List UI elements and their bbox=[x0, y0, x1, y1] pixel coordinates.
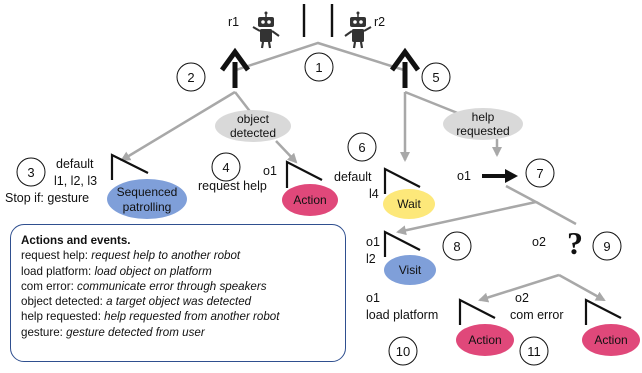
legend-term: object detected: bbox=[21, 295, 107, 309]
svg-text:11: 11 bbox=[527, 344, 541, 359]
node-sequenced-line2: patrolling bbox=[123, 200, 172, 214]
legend-box: Actions and events. request help: reques… bbox=[10, 224, 346, 362]
number-badge-5: 5 bbox=[421, 62, 451, 92]
node-visit bbox=[384, 255, 436, 285]
label-l4: l4 bbox=[369, 187, 379, 201]
right-arrow-icon bbox=[482, 169, 518, 183]
svg-text:10: 10 bbox=[396, 344, 410, 359]
legend-term: help requested: bbox=[21, 310, 105, 324]
node-sequenced-patrolling bbox=[107, 179, 187, 219]
legend-row: help requested: help requested from anot… bbox=[21, 309, 345, 324]
up-arrow-left-icon bbox=[219, 47, 251, 88]
node-action-com-error bbox=[582, 324, 640, 356]
node-flag-4 bbox=[285, 160, 323, 188]
label-o1-load: o1 bbox=[366, 291, 380, 305]
edge-to-sequenced bbox=[120, 90, 236, 162]
question-mark-node: ? bbox=[567, 225, 583, 261]
node-flag-3 bbox=[110, 153, 149, 180]
node-flag-10 bbox=[458, 298, 496, 325]
node-flag-6 bbox=[383, 167, 421, 194]
node-visit-label: Visit bbox=[399, 263, 422, 277]
legend-title: Actions and events. bbox=[21, 234, 131, 247]
up-arrow-right-icon bbox=[389, 47, 421, 88]
number-badge-8: 8 bbox=[442, 231, 472, 261]
label-stop-if: Stop if: gesture bbox=[5, 191, 89, 205]
event-object-detected bbox=[215, 110, 291, 142]
number-badge-1: 1 bbox=[304, 52, 334, 82]
label-o2-com: o2 bbox=[515, 291, 529, 305]
number-badge-2: 2 bbox=[176, 62, 206, 92]
node-flag-11 bbox=[584, 298, 622, 325]
label-default-1: default bbox=[56, 157, 94, 171]
node-action2-label: Action bbox=[468, 333, 501, 347]
svg-text:3: 3 bbox=[27, 165, 34, 180]
node-action1-label: Action bbox=[293, 193, 326, 207]
svg-text:9: 9 bbox=[603, 239, 610, 254]
legend-row: gesture: gesture detected from user bbox=[21, 325, 345, 340]
legend-desc: a target object was detected bbox=[106, 295, 252, 309]
edge-to-question bbox=[535, 200, 577, 226]
legend-desc: communicate error through speakers bbox=[77, 279, 267, 293]
root-split-line bbox=[235, 41, 405, 72]
robot-r2-icon bbox=[344, 11, 372, 49]
label-l2: l2 bbox=[366, 252, 376, 266]
number-badge-3: 3 bbox=[16, 157, 46, 187]
svg-text:6: 6 bbox=[358, 140, 365, 155]
svg-text:4: 4 bbox=[222, 160, 229, 175]
event-object-detected-line2: detected bbox=[230, 126, 276, 140]
svg-text:1: 1 bbox=[315, 60, 322, 75]
legend-desc: request help to another robot bbox=[91, 249, 241, 263]
legend-term: gesture: bbox=[21, 325, 67, 339]
number-badge-6: 6 bbox=[347, 132, 377, 162]
legend-term: request help: bbox=[21, 249, 92, 263]
label-o1-request: o1 bbox=[263, 164, 277, 178]
robot-r2-label: r2 bbox=[374, 15, 385, 29]
event-object-detected-line1: object bbox=[237, 112, 270, 126]
svg-text:5: 5 bbox=[432, 70, 439, 85]
number-badge-7: 7 bbox=[525, 158, 555, 188]
label-request-help: request help bbox=[198, 179, 267, 193]
legend-desc: gesture detected from user bbox=[66, 325, 205, 339]
legend-row: request help: request help to another ro… bbox=[21, 248, 345, 263]
label-o2-question: o2 bbox=[532, 235, 546, 249]
label-com-error: com error bbox=[510, 308, 563, 322]
number-badge-9: 9 bbox=[592, 231, 622, 261]
edge-to-action3 bbox=[558, 273, 606, 302]
number-badge-11: 11 bbox=[519, 336, 549, 366]
legend-row: com error: communicate error through spe… bbox=[21, 279, 345, 294]
node-action-load-platform bbox=[456, 324, 514, 356]
legend-term: com error: bbox=[21, 279, 78, 293]
label-load-platform: load platform bbox=[366, 308, 438, 322]
node-sequenced-line1: Sequenced bbox=[117, 185, 178, 199]
event-help-requested-line2: requested bbox=[456, 124, 509, 138]
robot-r1-icon bbox=[252, 11, 280, 49]
svg-text:2: 2 bbox=[187, 70, 194, 85]
robot-r1-label: r1 bbox=[228, 15, 239, 29]
label-default-2: default bbox=[334, 170, 372, 184]
number-badge-10: 10 bbox=[388, 336, 418, 366]
legend-row: object detected: a target object was det… bbox=[21, 294, 345, 309]
edge-to-action2 bbox=[478, 273, 560, 303]
legend-term: load platform: bbox=[21, 264, 95, 278]
legend-desc: help requested from another robot bbox=[104, 310, 280, 324]
svg-text:7: 7 bbox=[536, 166, 543, 181]
svg-text:8: 8 bbox=[453, 239, 460, 254]
node-flag-8 bbox=[383, 230, 421, 257]
edge-to-action1 bbox=[275, 140, 298, 164]
label-o1-arrow: o1 bbox=[457, 169, 471, 183]
node-wait bbox=[383, 189, 435, 219]
label-o1-visit: o1 bbox=[366, 235, 380, 249]
legend-desc: load object on platform bbox=[94, 264, 212, 278]
event-help-requested-line1: help bbox=[472, 110, 495, 124]
event-help-requested bbox=[443, 108, 523, 140]
legend-row: load platform: load object on platform bbox=[21, 264, 345, 279]
number-badge-4: 4 bbox=[211, 152, 241, 182]
node-action-request-help bbox=[282, 184, 338, 216]
node-action3-label: Action bbox=[594, 333, 627, 347]
label-l123: l1, l2, l3 bbox=[54, 174, 97, 188]
node-wait-label: Wait bbox=[397, 197, 421, 211]
